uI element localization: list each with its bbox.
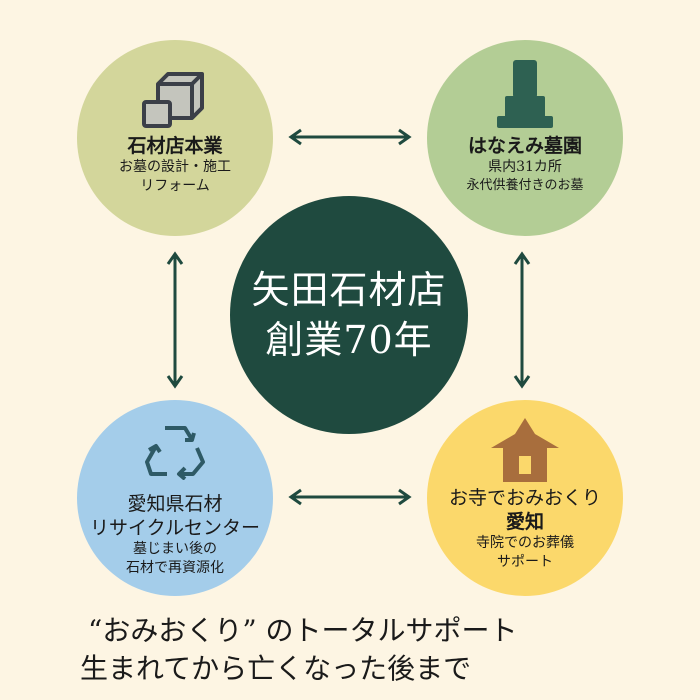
tagline-line2: 生まれてから亡くなった後まで: [80, 652, 472, 685]
company-name: 矢田石材店: [251, 268, 447, 312]
company-years: 創業70年: [265, 318, 433, 362]
node-hanaemi-cemetery: はなえみ墓園 県内31カ所 永代供養付きのお墓: [427, 40, 623, 236]
node-stone-business: 石材店本業 お墓の設計・施工 リフォーム: [77, 40, 273, 236]
node-title: お寺でおみおくり: [448, 487, 601, 509]
node-title: 石材店本業: [127, 135, 223, 157]
node-desc: サポート: [497, 554, 553, 570]
node-desc: お墓の設計・施工: [119, 159, 231, 175]
node-desc: リフォーム: [140, 178, 210, 194]
tagline-line1: “おみおくり” のトータルサポート: [88, 614, 518, 647]
node-title: はなえみ墓園: [467, 135, 582, 157]
gravestone-icon: [497, 60, 553, 130]
node-title: リサイクルセンター: [89, 517, 261, 539]
arrow-left-vertical: [166, 251, 184, 389]
recycle-icon: [145, 420, 205, 480]
node-desc: 寺院でのお葬儀: [476, 535, 574, 551]
arrow-bottom-horizontal: [288, 488, 412, 506]
node-title: 愛知: [505, 511, 544, 533]
arrow-top-horizontal: [288, 128, 412, 146]
stone-block-icon: [140, 62, 210, 130]
center-company: 矢田石材店 創業70年: [230, 196, 468, 434]
temple-icon: [489, 418, 561, 482]
node-desc: 永代供養付きのお墓: [466, 178, 584, 193]
node-title: 愛知県石材: [127, 493, 223, 515]
node-desc: 墓じまい後の: [133, 541, 217, 557]
node-temple-funeral: お寺でおみおくり 愛知 寺院でのお葬儀 サポート: [427, 400, 623, 596]
node-desc: 石材で再資源化: [126, 560, 224, 576]
arrow-right-vertical: [513, 251, 531, 389]
node-recycle-center: 愛知県石材 リサイクルセンター 墓じまい後の 石材で再資源化: [77, 400, 273, 596]
node-desc: 県内31カ所: [488, 159, 562, 175]
